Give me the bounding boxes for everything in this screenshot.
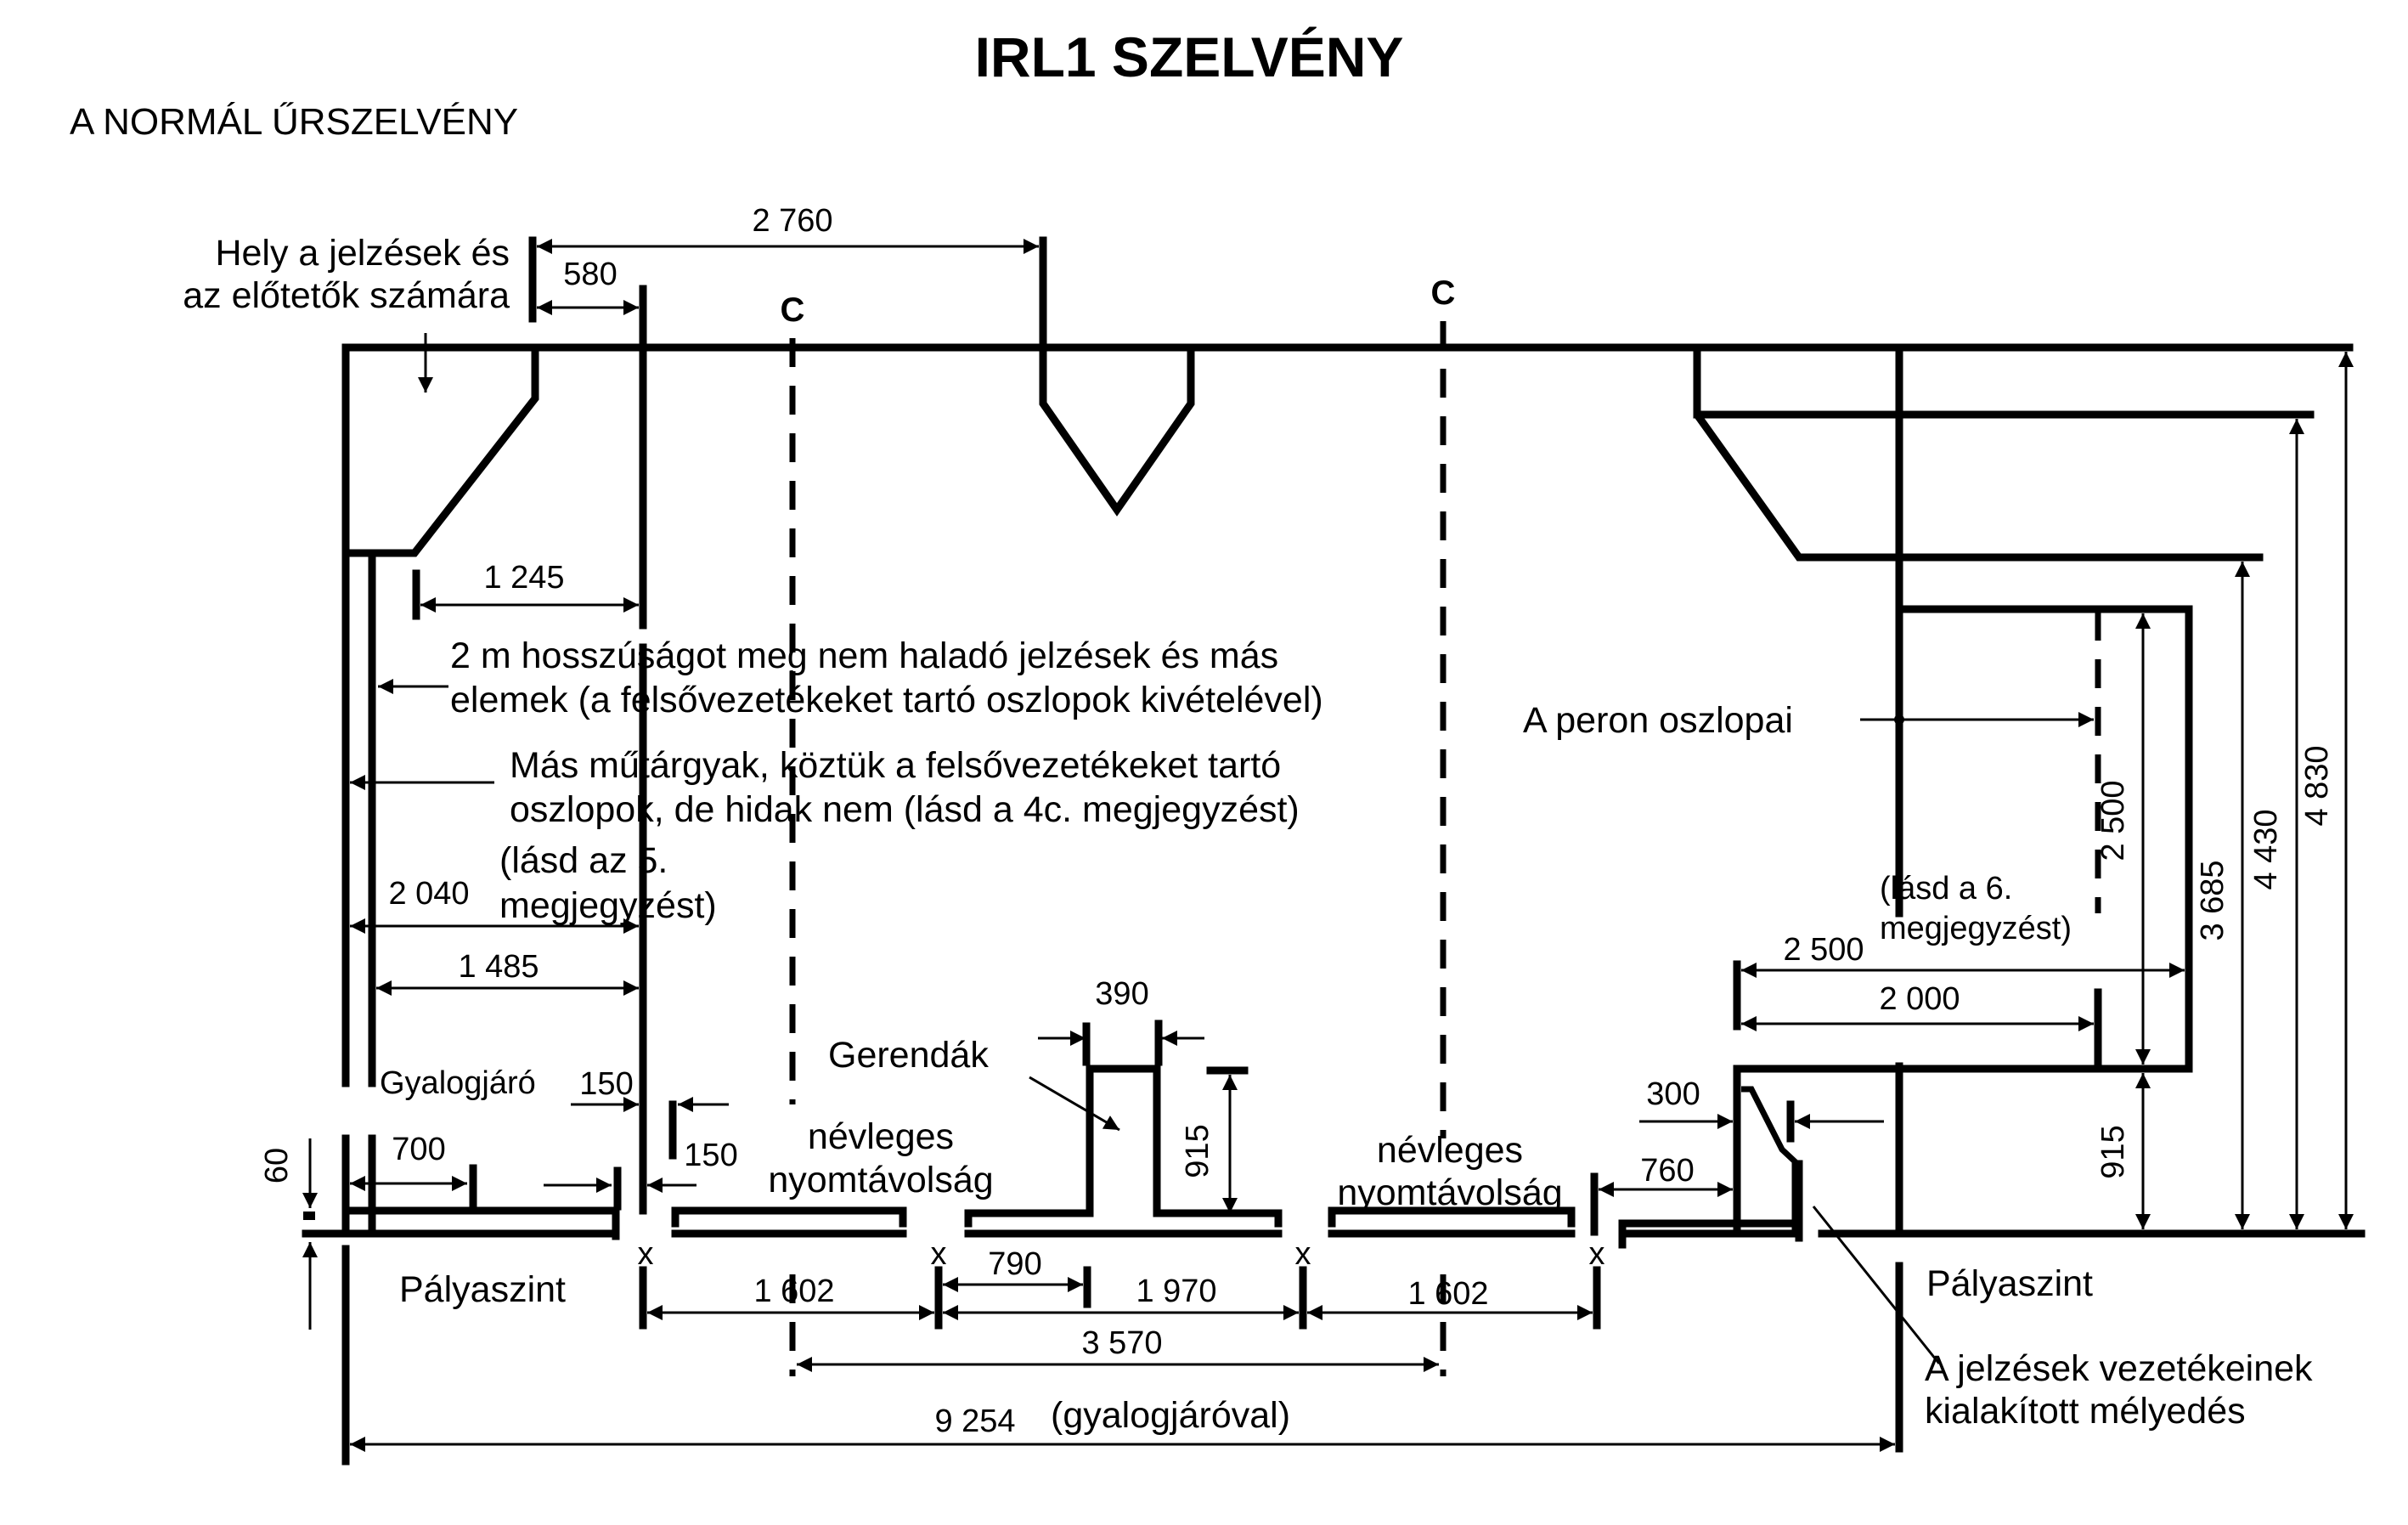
dim-2000-label: 2 000	[1879, 981, 1960, 1017]
dim-9254-label: 9 254	[934, 1404, 1015, 1439]
left-hood-profile	[341, 343, 539, 557]
other-structures-label-2: oszlopok, de hidak nem (lásd a 4c. megje…	[510, 789, 1300, 830]
dim-700-label: 700	[392, 1132, 445, 1167]
nominal-gauge-left-2: nyomtávolság	[768, 1160, 993, 1200]
platform-posts-dot	[1894, 714, 1904, 725]
nominal-gauge-right-2: nyomtávolság	[1337, 1172, 1562, 1213]
track-level-right-label: Pályaszint	[1926, 1263, 2093, 1304]
right-track-sleeper-top	[1328, 1206, 1576, 1228]
dim-390-label: 390	[1095, 976, 1148, 1012]
centerline-c-right: C	[1431, 274, 1456, 312]
platform-posts-label: A peron oszlopai	[1523, 700, 1793, 741]
dim-580-label: 580	[563, 257, 617, 292]
dim-2500-h-label: 2 500	[1783, 932, 1864, 968]
note5-label-1: (lásd az 5.	[499, 840, 668, 881]
dim-4830-label: 4 830	[2299, 745, 2335, 826]
overhead-v-profile	[1039, 236, 1195, 517]
beams-leader	[1029, 1076, 1120, 1132]
dim-1970-label: 1 970	[1136, 1274, 1216, 1309]
centerline-c-left: C	[781, 291, 805, 329]
dim-60-label: 60	[259, 1148, 295, 1183]
dim-3685-label: 3 685	[2195, 860, 2230, 940]
rail-mark-1: x	[638, 1236, 654, 1272]
cable-recess-profile	[1741, 1086, 1798, 1234]
rail-mark-3: x	[1295, 1236, 1311, 1272]
other-structures-label-1: Más műtárgyak, köztük a felsővezetékeket…	[510, 745, 1281, 786]
rail-mark-4: x	[1589, 1236, 1605, 1272]
dim-760-label: 760	[1640, 1153, 1694, 1189]
annotations: Hely a jelzések és az előtetők számára 2…	[183, 233, 2313, 1436]
gauge-outline	[341, 236, 2354, 1242]
dim-790-label: 790	[988, 1246, 1041, 1282]
dimension-lines: 2 760 580 1 245 2 040 1 485 150 150 700	[259, 203, 2354, 1466]
platform-base-top	[1618, 1219, 1799, 1249]
platform-canopy-box	[1733, 605, 2193, 1238]
dim-300-label: 300	[1646, 1076, 1700, 1112]
cable-recess-label-1: A jelzések vezetékeinek	[1925, 1348, 2313, 1389]
track-level: x x x x	[302, 1065, 2366, 1272]
dim-1245-label: 1 245	[483, 560, 564, 596]
dim-1602-left-label: 1 602	[753, 1274, 834, 1309]
short-signals-label-1: 2 m hosszúságot meg nem haladó jelzések …	[450, 635, 1278, 676]
short-signals-label-2: elemek (a felsővezetékeket tartó oszlopo…	[450, 680, 1323, 720]
note5-label-2: megjegyzést)	[499, 885, 717, 926]
track-centerlines: C C	[781, 274, 1456, 1376]
nominal-gauge-left-1: névleges	[808, 1116, 954, 1157]
page-subtitle: A NORMÁL ŰRSZELVÉNY	[70, 101, 518, 143]
with-sidewalk-label: (gyalogjáróval)	[1051, 1395, 1290, 1436]
note6-label-1: (lásd a 6.	[1880, 871, 2012, 907]
beams-label: Gerendák	[828, 1035, 989, 1076]
left-track-sleeper-top	[671, 1206, 907, 1228]
note6-label-2: megjegyzést)	[1880, 911, 2072, 946]
sidewalk-label: Gyalogjáró	[380, 1065, 536, 1101]
cable-recess-label-2: kialakított mélyedés	[1925, 1391, 2246, 1432]
rail-mark-2: x	[931, 1236, 947, 1272]
right-hood-profile	[1693, 343, 2264, 562]
nominal-gauge-right-1: névleges	[1377, 1130, 1523, 1171]
dim-2500-v-label: 2 500	[2095, 780, 2131, 861]
level-60-tick	[303, 1212, 315, 1220]
dim-1602-right-label: 1 602	[1407, 1276, 1488, 1312]
dim-2040-label: 2 040	[388, 876, 469, 912]
dim-4430-label: 4 430	[2248, 809, 2284, 890]
dim-915-beam-label: 915	[1180, 1124, 1215, 1178]
dim-3570-label: 3 570	[1081, 1325, 1162, 1361]
page-title: IRL1 SZELVÉNY	[975, 25, 1404, 88]
signal-space-label-2: az előtetők számára	[183, 275, 510, 316]
beam-profile	[964, 1065, 1283, 1228]
dim-915-platform-label: 915	[2095, 1125, 2131, 1178]
cable-recess-leader	[1812, 1206, 1941, 1364]
track-level-left-label: Pályaszint	[399, 1269, 566, 1310]
dim-150a-label: 150	[579, 1066, 633, 1102]
dim-2760-label: 2 760	[752, 203, 832, 239]
signal-space-label-1: Hely a jelzések és	[215, 233, 510, 274]
dim-150b-label: 150	[684, 1138, 737, 1173]
dim-1485-label: 1 485	[458, 949, 539, 985]
